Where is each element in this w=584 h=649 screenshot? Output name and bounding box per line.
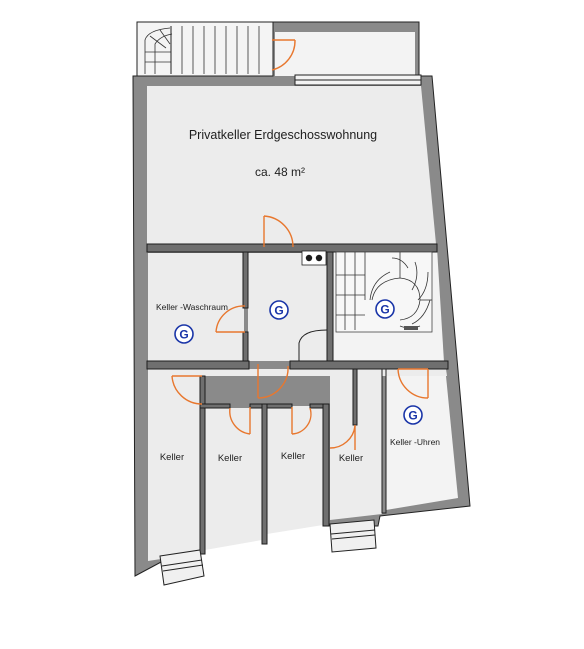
room-privatkeller [147,86,436,244]
label-keller-3: Keller [281,451,305,462]
wall-keller3-right [322,403,330,527]
door-uhren [397,368,429,399]
utility-dot-right [315,254,323,262]
label-keller-2: Keller [218,453,242,464]
label-keller-1: Keller [160,452,184,463]
gas-marker-hall: G [269,300,289,320]
label-privatkeller-area: ca. 48 m² [255,165,305,179]
wall-waschraum-right-low [242,331,249,362]
gas-marker-stairwell: G [375,299,395,319]
entrance-strip [275,32,415,76]
window-bottom-right [329,519,377,553]
label-keller-4: Keller [339,453,363,464]
room-keller-2 [205,408,262,550]
wall-keller4-post [352,368,358,426]
svg-text:G: G [179,328,188,342]
svg-text:G: G [380,303,389,317]
spiral-stairs [335,251,433,333]
wall-horizontal-top [146,243,438,253]
door-top-entrance [271,39,296,71]
label-waschraum: Keller -Waschraum [156,302,228,312]
label-uhren: Keller -Uhren [390,437,440,447]
room-keller-4 [330,376,382,520]
wall-horizontal-mid-2 [289,360,449,370]
door-keller-1 [171,375,203,405]
door-hall-lower [257,364,289,399]
utility-box [301,250,327,266]
wall-keller2-top-b [249,403,293,409]
utility-dot-left [305,254,313,262]
door-keller-3 [291,407,312,435]
svg-text:G: G [274,304,283,318]
room-waschraum [148,253,244,361]
room-keller-3 [267,406,323,534]
gas-marker-waschraum: G [174,324,194,344]
room-uhren [386,376,458,510]
door-keller-2 [229,407,251,435]
wall-keller1-right [199,375,206,555]
wall-keller2-top [199,403,231,409]
door-waschraum [215,305,246,333]
wall-horizontal-mid [146,360,250,370]
room-corridor [148,369,447,376]
label-privatkeller-title: Privatkeller Erdgeschosswohnung [189,128,377,142]
entrance-stairs [136,21,274,77]
hall-chamber [298,329,328,361]
wall-hall-right [326,251,334,363]
gas-marker-uhren: G [403,405,423,425]
room-keller-1 [148,376,200,561]
wall-uhren-left [381,368,387,514]
wall-keller2-right [261,403,268,545]
door-keller-4 [329,425,356,450]
svg-text:G: G [408,409,417,423]
window-bottom-left [159,549,205,586]
door-privatkeller [263,215,294,248]
wall-waschraum-right [242,251,249,309]
